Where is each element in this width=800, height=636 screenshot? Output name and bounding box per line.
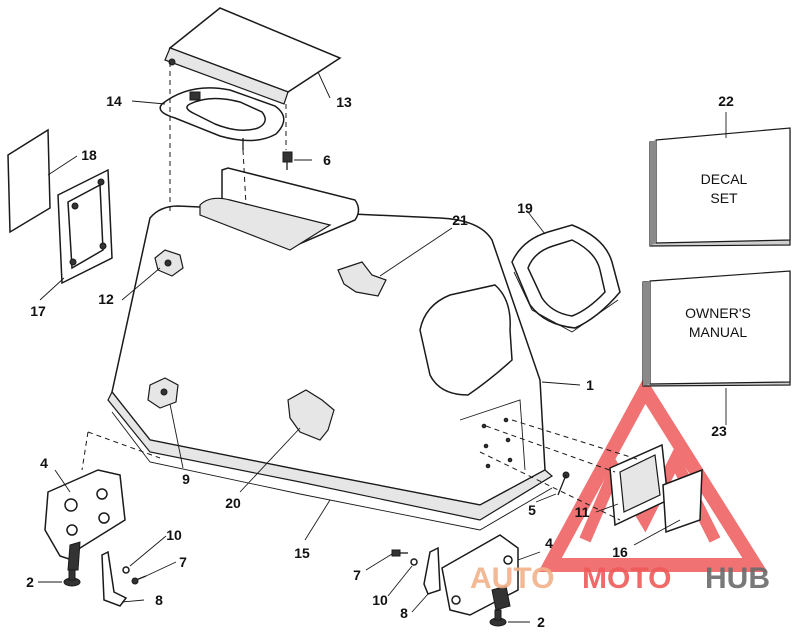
callout-15: 15 — [294, 545, 310, 561]
callout-4-left: 4 — [40, 455, 48, 471]
part-7-screw-right — [391, 549, 408, 557]
callout-19: 19 — [517, 200, 533, 216]
part-23-owners-manual-box — [642, 270, 791, 387]
part-18-sheet — [7, 128, 51, 234]
part-10-washer-left — [122, 566, 130, 574]
part-6-screw — [282, 151, 293, 170]
part-2-foot-right — [489, 609, 507, 627]
part-4-bracket-right — [441, 534, 519, 616]
part-10-washer-right — [410, 558, 418, 566]
watermark-moto: MOTO — [582, 562, 671, 595]
decal-box-text: DECAL SET — [701, 171, 748, 206]
decal-box-line1: DECAL — [701, 171, 748, 187]
callout-2-right: 2 — [537, 614, 545, 630]
callout-23: 23 — [711, 423, 727, 439]
callout-1: 1 — [586, 377, 594, 393]
callout-13: 13 — [336, 94, 352, 110]
part-9-latch — [147, 377, 179, 409]
part-17-frame — [57, 168, 113, 285]
part-2-foot-left — [63, 569, 81, 587]
part-1-engine-cover — [107, 167, 554, 531]
part-21-decal — [337, 261, 387, 297]
callout-8-right: 8 — [400, 605, 408, 621]
dashed-guides — [81, 62, 641, 521]
part-13-top-cover — [164, 7, 342, 105]
callout-7-right: 7 — [353, 567, 361, 583]
callout-17: 17 — [30, 303, 46, 319]
part-14-ring — [159, 87, 285, 150]
callout-10-right: 10 — [372, 592, 388, 608]
part-5-bolt — [557, 471, 570, 496]
part-8-clip-left — [101, 550, 128, 607]
callout-9: 9 — [182, 471, 190, 487]
callout-12: 12 — [98, 291, 114, 307]
part-22-decal-set-box — [649, 127, 791, 247]
callout-21: 21 — [452, 212, 468, 228]
manual-box-text: OWNER'S MANUAL — [685, 305, 751, 340]
callout-labels: 13 14 6 18 17 12 21 19 22 1 23 9 20 15 4… — [26, 93, 734, 630]
callout-18: 18 — [81, 147, 97, 163]
manual-box-line2: MANUAL — [689, 324, 748, 340]
part-19-window — [511, 224, 621, 333]
leader-lines — [38, 71, 727, 623]
callout-7-left: 7 — [179, 554, 187, 570]
part-4-bracket-left — [44, 469, 126, 571]
callout-2-left: 2 — [26, 574, 34, 590]
callout-22: 22 — [718, 93, 734, 109]
callout-6: 6 — [323, 152, 331, 168]
part-16-sheet — [662, 468, 703, 534]
part-11-frame — [609, 443, 669, 527]
part-20-decal — [287, 389, 335, 441]
watermark-hub: HUB — [705, 562, 770, 595]
callout-5: 5 — [528, 502, 536, 518]
callout-10-left: 10 — [166, 527, 182, 543]
callout-16: 16 — [612, 544, 628, 560]
watermark-auto: AUTO — [470, 562, 554, 595]
part-7-screw-left — [131, 575, 147, 585]
callout-14: 14 — [106, 93, 122, 109]
callout-4-right: 4 — [545, 535, 553, 551]
decal-box-line2: SET — [710, 190, 738, 206]
watermark-text: AUTO MOTO HUB — [470, 562, 770, 595]
callout-8-left: 8 — [155, 592, 163, 608]
callout-20: 20 — [225, 495, 241, 511]
manual-box-line1: OWNER'S — [685, 305, 751, 321]
part-8-clip-right — [423, 546, 441, 595]
callout-11: 11 — [575, 504, 590, 520]
